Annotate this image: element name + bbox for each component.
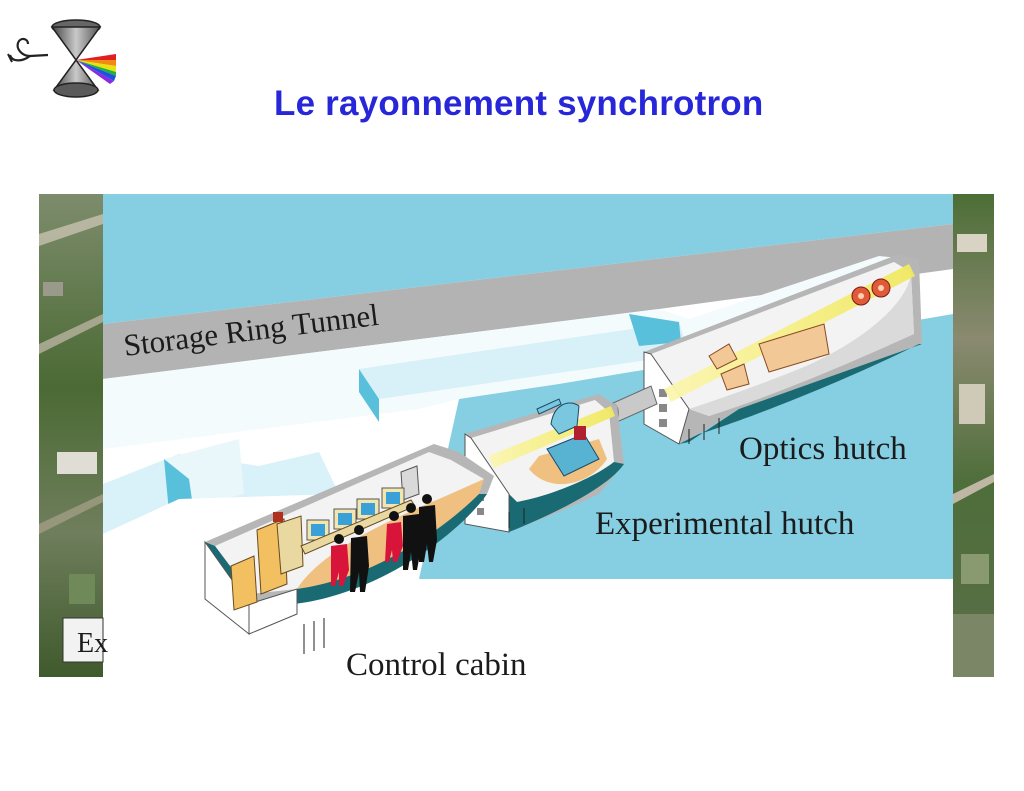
operators <box>331 494 437 592</box>
label-experimental-hutch: Experimental hutch <box>595 506 855 542</box>
aerial-photo-right <box>953 194 994 677</box>
control-cabin <box>204 444 494 654</box>
label-optics-hutch: Optics hutch <box>739 431 907 467</box>
caption-box: Ex <box>62 617 108 663</box>
slide-title: Le rayonnement synchrotron <box>274 84 764 123</box>
label-control-cabin: Control cabin <box>346 647 527 677</box>
beamline-diagram: Storage Ring Tunnel Optics hutch Experim… <box>39 194 994 677</box>
partial-caption-text: Ex <box>77 628 108 659</box>
optics-hutch <box>643 254 922 445</box>
light-cone-prism-logo <box>4 18 120 102</box>
aerial-photo-left <box>39 194 103 677</box>
